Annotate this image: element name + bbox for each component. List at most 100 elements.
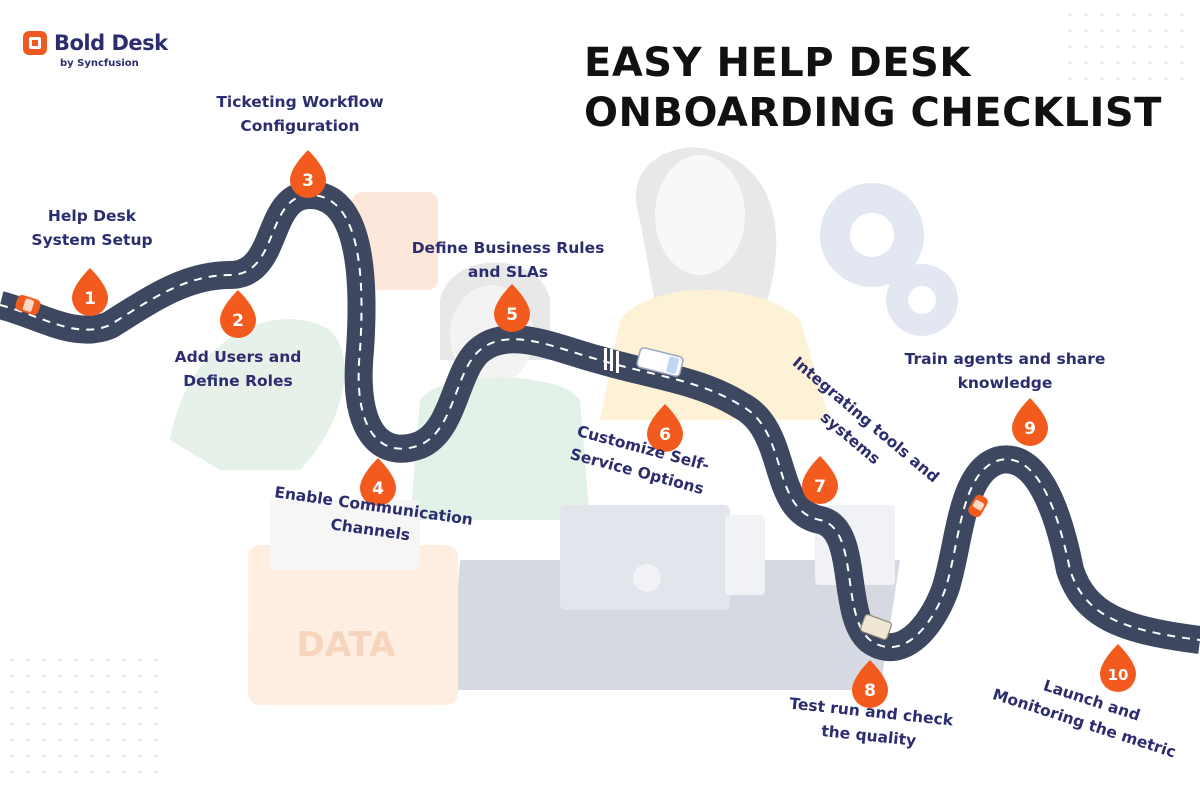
grid-dot (74, 738, 78, 742)
grid-dot (1100, 77, 1104, 81)
grid-dot (58, 722, 62, 726)
grid-dot (10, 770, 14, 774)
grid-dot (58, 690, 62, 694)
grid-dot (138, 754, 142, 758)
grid-dot (1164, 13, 1168, 17)
grid-dot (122, 674, 126, 678)
red-car-icon (15, 294, 41, 316)
grid-dot (1084, 45, 1088, 49)
dot-grid-bottom (10, 658, 158, 774)
grid-dot (74, 658, 78, 662)
grid-dot (1132, 45, 1136, 49)
grid-dot (90, 770, 94, 774)
grid-dot (42, 754, 46, 758)
grid-dot (74, 722, 78, 726)
grid-dot (74, 674, 78, 678)
step-3-label: Ticketing Workflow Configuration (216, 93, 384, 135)
grid-dot (154, 658, 158, 662)
grid-dot (1084, 29, 1088, 33)
grid-dot (26, 754, 30, 758)
step-number: 10 (1108, 666, 1129, 684)
grid-dot (122, 754, 126, 758)
grid-dot (1164, 61, 1168, 65)
grid-dot (42, 770, 46, 774)
grid-dot (122, 658, 126, 662)
grid-dot (138, 690, 142, 694)
grid-dot (138, 722, 142, 726)
step-2-label: Add Users and Define Roles (174, 348, 302, 390)
plant (170, 319, 345, 470)
grid-dot (74, 690, 78, 694)
brand-name: Bold Desk (54, 31, 168, 55)
grid-dot (74, 706, 78, 710)
grid-dot (1180, 45, 1184, 49)
title-line-1: EASY HELP DESK (584, 40, 971, 86)
grid-dot (1132, 77, 1136, 81)
grid-dot (10, 690, 14, 694)
grid-dot (106, 658, 110, 662)
step-2-marker-icon: 2 (220, 290, 256, 338)
grid-dot (1164, 45, 1168, 49)
grid-dot (1116, 13, 1120, 17)
grid-dot (90, 722, 94, 726)
step-number: 7 (814, 477, 826, 497)
dot-grid-top (1068, 13, 1184, 81)
fingerprint-card (352, 192, 438, 290)
road-path (0, 181, 1200, 662)
step-5-label: Define Business Rules and SLAs (411, 239, 605, 281)
step-4-marker-icon: 4 (360, 458, 396, 506)
orange-car-icon (968, 494, 988, 518)
grid-dot (1068, 45, 1072, 49)
grid-dot (26, 738, 30, 742)
grid-dot (10, 754, 14, 758)
data-folder: DATA (248, 500, 458, 705)
marker-drop (290, 150, 326, 198)
grid-dot (1148, 29, 1152, 33)
grid-dot (1100, 13, 1104, 17)
grid-dot (74, 770, 78, 774)
grid-dot (26, 658, 30, 662)
grid-dot (122, 690, 126, 694)
grid-dot (106, 690, 110, 694)
grid-dot (42, 706, 46, 710)
grid-dot (154, 770, 158, 774)
marker-drop (494, 284, 530, 332)
step-number: 5 (506, 305, 518, 325)
marker-drop (1100, 644, 1136, 692)
grid-dot (1084, 61, 1088, 65)
grid-dot (1132, 29, 1136, 33)
brand-tagline: by Syncfusion (60, 58, 139, 69)
grid-dot (1180, 61, 1184, 65)
step-9-marker-icon: 9 (1012, 398, 1048, 446)
step-number: 4 (372, 479, 384, 499)
grid-dot (138, 770, 142, 774)
grid-dot (58, 706, 62, 710)
marker-drop (852, 660, 888, 708)
grid-dot (106, 722, 110, 726)
grid-dot (1148, 61, 1152, 65)
grid-dot (1148, 13, 1152, 17)
grid-dot (10, 674, 14, 678)
grid-dot (1084, 77, 1088, 81)
grid-dot (10, 738, 14, 742)
step-number: 2 (232, 311, 244, 331)
page-title: EASY HELP DESK ONBOARDING CHECKLIST (584, 38, 1162, 138)
step-number: 1 (84, 289, 96, 309)
grid-dot (154, 722, 158, 726)
grid-dot (1164, 29, 1168, 33)
grid-dot (1084, 13, 1088, 17)
grid-dot (26, 674, 30, 678)
road (0, 181, 1200, 662)
grid-dot (154, 706, 158, 710)
step-number: 6 (659, 425, 671, 445)
vehicles (15, 294, 988, 641)
grid-dot (10, 706, 14, 710)
marker-drop (360, 458, 396, 506)
grid-dot (1180, 13, 1184, 17)
grid-dot (154, 674, 158, 678)
grid-dot (58, 754, 62, 758)
bolddesk-logo-icon (23, 31, 47, 55)
grid-dot (42, 690, 46, 694)
grid-dot (58, 770, 62, 774)
grid-dot (90, 690, 94, 694)
